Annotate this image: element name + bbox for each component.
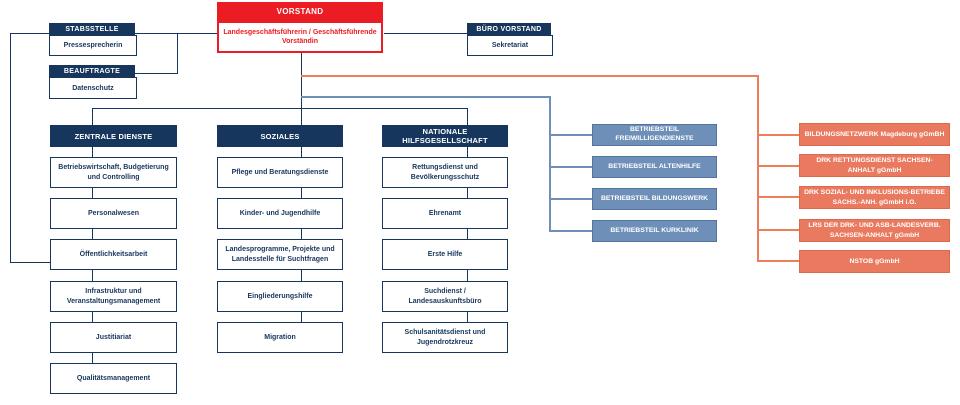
node-betriebsteil: BETRIEBSTEIL KURKLINIK <box>592 220 717 242</box>
column-header-soziales: SOZIALES <box>217 125 343 147</box>
node-beauftragte-header: BEAUFTRAGTE <box>49 65 135 77</box>
node-stabsstelle-body: Pressesprecherin <box>49 35 137 56</box>
node-gesellschaft: NSTOB gGmbH <box>799 250 950 273</box>
column-header-nationale-hilfsgesellschaft: NATIONALE HILFSGESELLSCHAFT <box>382 125 508 147</box>
org-node: Eingliederungshilfe <box>217 281 343 312</box>
org-node: Suchdienst / Landesauskunftsbüro <box>382 281 508 312</box>
connector-line-steel <box>549 198 592 200</box>
org-node: Rettungsdienst und Bevölkerungsschutz <box>382 157 508 188</box>
org-node: Öffentlichkeitsarbeit <box>50 239 177 270</box>
column-spine-line <box>301 147 302 327</box>
node-betriebsteil: BETRIEBSTEIL FREIWILLIGENDIENSTE <box>592 124 717 146</box>
org-node: Erste Hilfe <box>382 239 508 270</box>
org-node: Infrastruktur und Veranstaltungsmanageme… <box>50 281 177 312</box>
connector-line <box>10 262 50 263</box>
node-gesellschaft: LRS DER DRK- UND ASB-LANDESVERB. SACHSEN… <box>799 219 950 242</box>
connector-line-orange <box>757 196 799 198</box>
connector-line-orange <box>301 75 758 77</box>
connector-line-orange <box>757 260 799 262</box>
connector-line <box>384 33 467 34</box>
connector-line <box>177 33 178 74</box>
org-node: Kinder- und Jugendhilfe <box>217 198 343 229</box>
node-buero-vorstand-header: BÜRO VORSTAND <box>467 23 551 35</box>
connector-line <box>134 73 178 74</box>
org-node: Qualitätsmanagement <box>50 363 177 394</box>
column-header-zentrale-dienste: ZENTRALE DIENSTE <box>50 125 177 147</box>
org-node: Schulsanitätsdienst und Jugendrotzkreuz <box>382 322 508 353</box>
connector-line <box>92 108 93 125</box>
connector-line <box>467 108 468 125</box>
node-vorstand-header: VORSTAND <box>217 2 383 21</box>
connector-line-orange <box>757 134 799 136</box>
connector-line-steel <box>301 96 550 98</box>
org-node: Landesprogramme, Projekte und Landesstel… <box>217 239 343 270</box>
org-node: Betriebswirtschaft, Budgetierung und Con… <box>50 157 177 188</box>
node-vorstand-body: Landesgeschäftsführerin / Geschäftsführe… <box>217 21 383 53</box>
node-gesellschaft: DRK RETTUNGSDIENST SACHSEN-ANHALT gGmbH <box>799 154 950 177</box>
node-stabsstelle-header: STABSSTELLE <box>49 23 135 35</box>
column-spine-line <box>467 147 468 327</box>
node-betriebsteil: BETRIEBSTEIL ALTENHILFE <box>592 156 717 178</box>
node-gesellschaft: DRK SOZIAL- UND INKLUSIONS-BETRIEBE SACH… <box>799 186 950 209</box>
connector-line-steel <box>549 166 592 168</box>
node-gesellschaft: BILDUNGSNETZWERK Magdeburg gGmBH <box>799 123 950 146</box>
org-node: Personalwesen <box>50 198 177 229</box>
connector-line-orange <box>757 229 799 231</box>
connector-line-steel <box>549 134 592 136</box>
org-node: Migration <box>217 322 343 353</box>
connector-line-orange <box>757 75 759 261</box>
connector-line-steel <box>549 96 551 231</box>
node-buero-vorstand-body: Sekretariat <box>467 35 553 56</box>
connector-line <box>301 53 302 125</box>
connector-line <box>92 108 468 109</box>
connector-line <box>10 33 11 263</box>
connector-line-steel <box>549 230 592 232</box>
org-node: Pflege und Beratungsdienste <box>217 157 343 188</box>
org-node: Justitiariat <box>50 322 177 353</box>
org-node: Ehrenamt <box>382 198 508 229</box>
connector-line-orange <box>757 165 799 167</box>
node-betriebsteil: BETRIEBSTEIL BILDUNGSWERK <box>592 188 717 210</box>
node-beauftragte-body: Datenschutz <box>49 77 137 99</box>
